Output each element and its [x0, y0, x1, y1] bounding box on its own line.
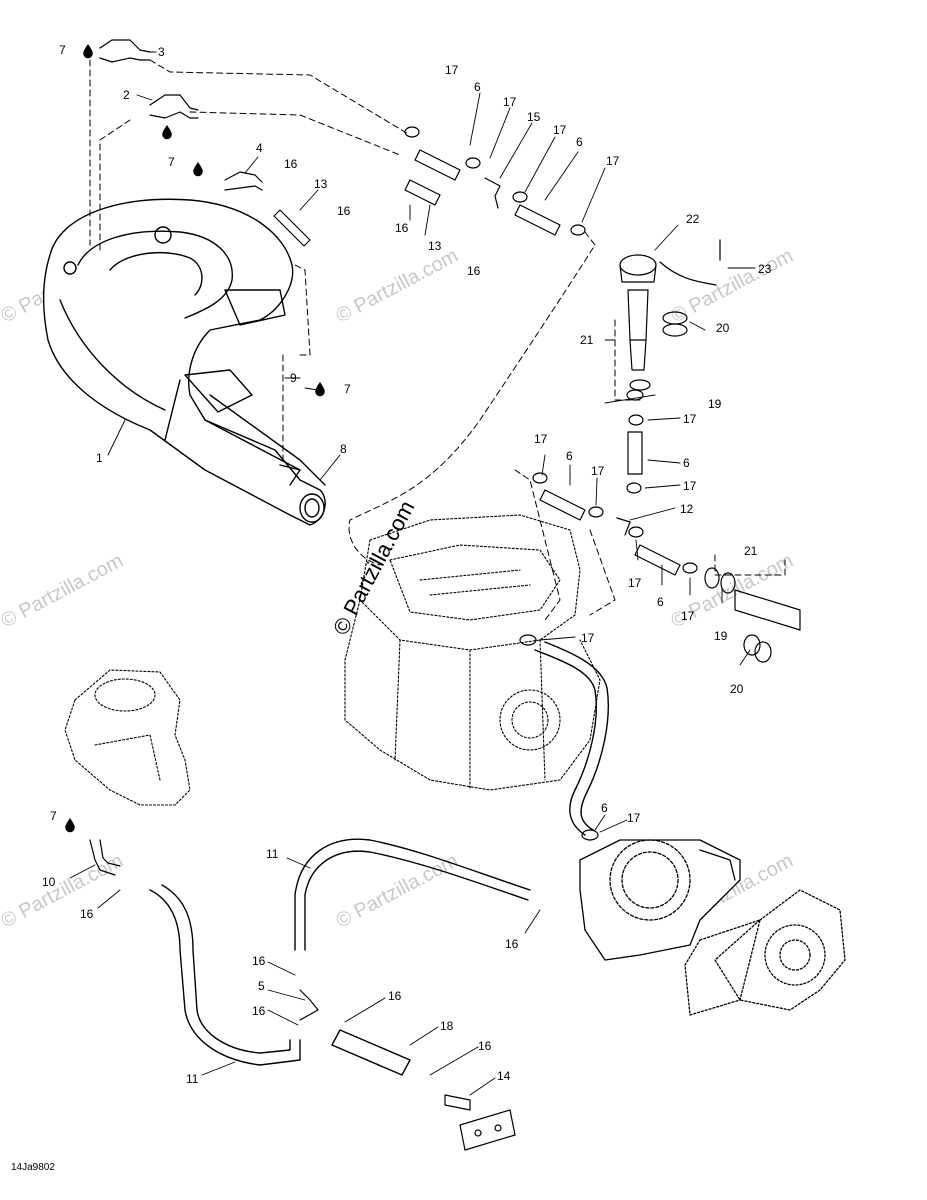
- callout-6: 6: [683, 456, 690, 470]
- callout-21: 21: [580, 333, 594, 347]
- callout-17: 17: [534, 432, 548, 446]
- callout-13: 13: [428, 239, 442, 253]
- callout-6: 6: [474, 80, 481, 94]
- fitting-3: [99, 39, 151, 63]
- oil-drop-icon: [65, 44, 325, 833]
- fitting-10: [89, 839, 121, 876]
- callout-17: 17: [681, 609, 695, 623]
- callout-5: 5: [258, 979, 265, 993]
- callout-22: 22: [686, 212, 700, 226]
- filler-neck: [619, 239, 801, 631]
- callout-17: 17: [581, 631, 595, 645]
- callout-7: 7: [50, 809, 57, 823]
- callout-13: 13: [314, 177, 328, 191]
- callout-3: 3: [158, 45, 165, 59]
- callout-6: 6: [657, 595, 664, 609]
- fitting-14: [444, 1094, 516, 1151]
- hose-11-lower: [149, 884, 301, 1066]
- exhaust-pipe: [43, 198, 326, 526]
- callout-16: 16: [478, 1039, 492, 1053]
- callout-12: 12: [680, 502, 694, 516]
- callout-10: 10: [42, 875, 56, 889]
- callout-16: 16: [80, 907, 94, 921]
- callout-19: 19: [714, 629, 728, 643]
- callout-1: 1: [96, 451, 103, 465]
- callout-4: 4: [256, 141, 263, 155]
- callout-11: 11: [186, 1072, 199, 1086]
- callout-16: 16: [505, 937, 519, 951]
- engine-block: [344, 514, 601, 791]
- callout-23: 23: [758, 262, 772, 276]
- callout-labels: 7 3 2 7 4 16 13 16 1 8 9 7 17 6 17 15 17…: [11, 43, 772, 1173]
- callout-18: 18: [440, 1019, 454, 1033]
- callout-16: 16: [252, 1004, 266, 1018]
- callout-14: 14: [497, 1069, 511, 1083]
- callout-2: 2: [123, 88, 130, 102]
- jet-pump: [579, 839, 846, 1016]
- callout-16: 16: [252, 954, 266, 968]
- callout-20: 20: [730, 682, 744, 696]
- callout-17: 17: [683, 412, 697, 426]
- callout-16: 16: [337, 204, 351, 218]
- pump-housing: [64, 669, 191, 806]
- clamp-17: [404, 126, 698, 841]
- callout-17: 17: [683, 479, 697, 493]
- callout-17: 17: [606, 154, 620, 168]
- callout-16: 16: [388, 989, 402, 1003]
- callout-9: 9: [290, 371, 297, 385]
- callout-19: 19: [708, 397, 722, 411]
- reference-code: 14Ja9802: [11, 1162, 55, 1173]
- callout-6: 6: [601, 801, 608, 815]
- hose-18: [331, 1029, 411, 1076]
- callout-6: 6: [566, 449, 573, 463]
- callout-17: 17: [553, 123, 567, 137]
- fitting-2: [149, 94, 199, 119]
- callout-16: 16: [284, 157, 298, 171]
- callout-7: 7: [59, 43, 66, 57]
- callout-17: 17: [503, 95, 517, 109]
- callout-17: 17: [627, 811, 641, 825]
- callout-15: 15: [527, 110, 541, 124]
- t-fitting: [299, 177, 631, 1021]
- fitting-4: [224, 171, 263, 191]
- callout-17: 17: [591, 464, 605, 478]
- hose-11-upper: [294, 838, 531, 951]
- callout-16: 16: [467, 264, 481, 278]
- callout-17: 17: [628, 576, 642, 590]
- callout-20: 20: [716, 321, 730, 335]
- callout-7: 7: [168, 155, 175, 169]
- tube-6: [273, 149, 681, 576]
- hose-6-engine-to-pump: [534, 641, 609, 836]
- callout-8: 8: [340, 442, 347, 456]
- callout-11: 11: [266, 847, 279, 861]
- callout-17: 17: [445, 63, 459, 77]
- callout-7: 7: [344, 382, 351, 396]
- callout-16: 16: [395, 221, 409, 235]
- callout-21: 21: [744, 544, 758, 558]
- o-ring: [629, 311, 772, 663]
- callout-6: 6: [576, 135, 583, 149]
